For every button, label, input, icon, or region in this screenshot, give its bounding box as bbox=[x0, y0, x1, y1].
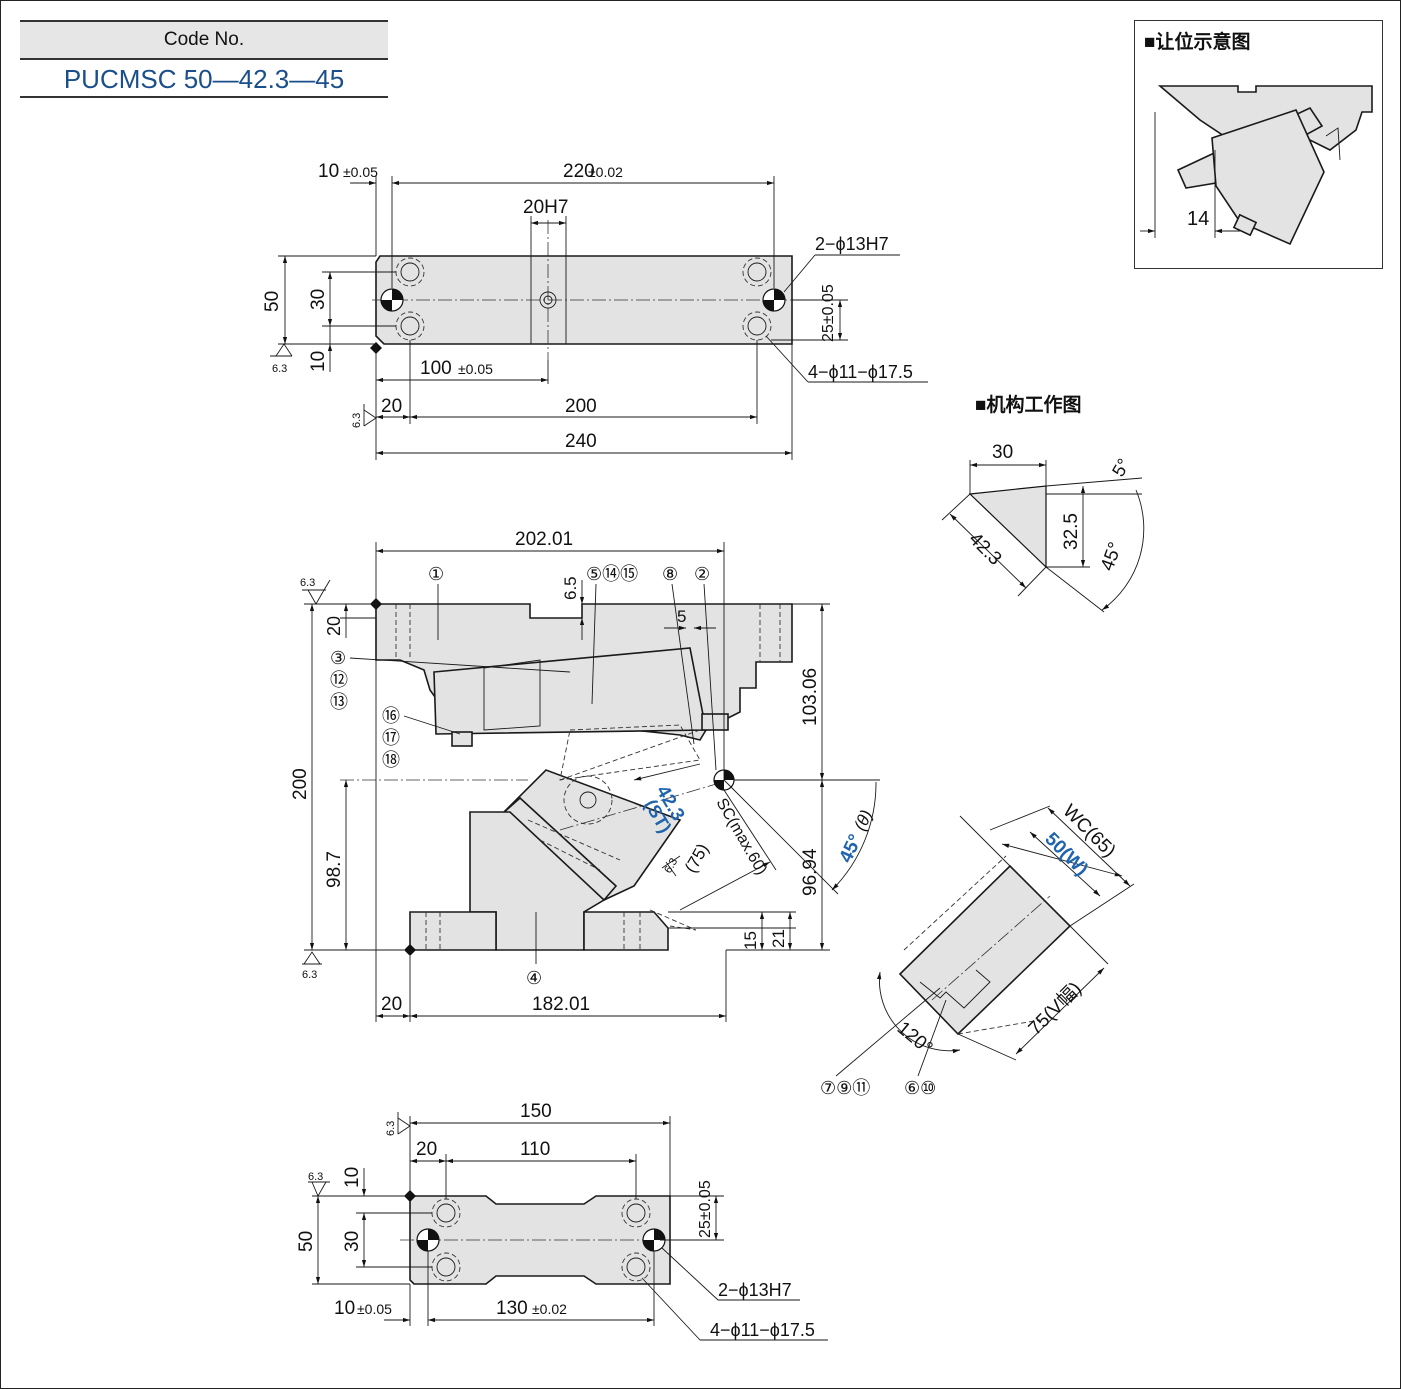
mech-dim-32-5: 32.5 bbox=[1061, 513, 1082, 550]
balloon-1: ① bbox=[428, 564, 444, 584]
dim-10-bottom: 10 bbox=[308, 351, 329, 372]
roughness-6-3-g: 6.3 bbox=[308, 1171, 323, 1183]
roughness-6-3-b: 6.3 bbox=[351, 413, 363, 428]
angle-45: 45° bbox=[835, 831, 866, 866]
dim-25: 25±0.05 bbox=[820, 284, 837, 342]
front-view: 202.01 6.5 5 ① ⑤⑭⑮ ⑧ ② ③ ⑫ ⑬ ⑯ ⑰ ⑱ ④ 20 … bbox=[290, 529, 880, 1022]
hole-label-2-phi13: 2−ϕ13H7 bbox=[718, 1280, 792, 1300]
dim-182-01: 182.01 bbox=[532, 994, 590, 1015]
roughness-6-3-f: 6.3 bbox=[385, 1121, 397, 1136]
dim-200: 200 bbox=[565, 396, 597, 417]
clearance-inset-frame bbox=[1134, 20, 1383, 269]
dim-15: 15 bbox=[741, 931, 760, 950]
bolt-16 bbox=[451, 731, 473, 747]
dim-130: 130 bbox=[496, 1298, 528, 1319]
dim-150: 150 bbox=[520, 1101, 552, 1122]
jaw-angle-120: 120° bbox=[893, 1018, 937, 1059]
dim-30: 30 bbox=[308, 289, 329, 310]
datum-pin-symbol bbox=[380, 288, 404, 312]
mech-dim-42-3: 42.3 bbox=[964, 529, 1005, 570]
balloon-8: ⑧ bbox=[662, 564, 678, 584]
roughness-6-3-d: 6.3 bbox=[302, 969, 317, 981]
counterbore-hole bbox=[742, 257, 772, 287]
dim-20h7: 20H7 bbox=[523, 197, 568, 218]
mech-dim-30: 30 bbox=[992, 442, 1013, 463]
mech-dim-5deg: 5° bbox=[1108, 455, 1134, 480]
dim-20-bottom: 20 bbox=[381, 994, 402, 1015]
top-view: 10 ±0.05 220 ±0.02 20H7 2−ϕ13H7 4−ϕ11−ϕ1… bbox=[262, 161, 928, 460]
balloon-6-10: ⑥⑩ bbox=[904, 1078, 936, 1098]
dim-96-94: 96.94 bbox=[800, 848, 821, 896]
dim-202-01: 202.01 bbox=[515, 529, 573, 550]
dim-30: 30 bbox=[342, 1231, 363, 1252]
dim-98-7: 98.7 bbox=[324, 851, 345, 888]
dim-20-left: 20 bbox=[324, 616, 344, 636]
datum-pin-symbol bbox=[762, 288, 786, 312]
balloon-5-14-15: ⑤⑭⑮ bbox=[586, 564, 638, 584]
code-number-table: Code No. PUCMSC 50—42.3—45 bbox=[20, 20, 388, 98]
balloon-18: ⑱ bbox=[382, 750, 400, 770]
dim-10: 10 bbox=[318, 161, 339, 182]
dim-75: (75) bbox=[681, 840, 713, 876]
balloon-13: ⑬ bbox=[330, 692, 348, 712]
datum-pin-symbol bbox=[416, 1228, 440, 1252]
code-header: Code No. bbox=[20, 20, 388, 60]
hole-label-4-phi11: 4−ϕ11−ϕ17.5 bbox=[808, 362, 913, 382]
dim-10: 10 bbox=[342, 1167, 363, 1188]
base-foot-right bbox=[583, 911, 669, 951]
balloon-17: ⑰ bbox=[382, 728, 400, 748]
dim-200: 200 bbox=[290, 768, 311, 800]
dim-103-06: 103.06 bbox=[800, 668, 821, 726]
dim-100: 100 bbox=[420, 358, 452, 379]
jaw-v: 75(V幅) bbox=[1024, 978, 1086, 1040]
roughness-6-3-e: 6.3 bbox=[662, 856, 680, 875]
dim-10-bottom: 10 bbox=[334, 1298, 355, 1319]
dim-20: 20 bbox=[416, 1139, 437, 1160]
balloon-4: ④ bbox=[526, 968, 542, 988]
jaw-view: WC(65) 50(W) 75(V幅) 120° ⑦⑨⑪ ⑥⑩ bbox=[820, 801, 1135, 1098]
inset-dim-14: 14 bbox=[1187, 208, 1209, 230]
clearance-diagram: ■让位示意图 14 bbox=[1140, 30, 1373, 246]
balloon-12: ⑫ bbox=[330, 670, 348, 690]
balloon-7-9-11: ⑦⑨⑪ bbox=[820, 1078, 870, 1098]
counterbore-hole bbox=[621, 1252, 651, 1282]
mech-title: ■机构工作图 bbox=[975, 393, 1081, 416]
hole-label-4-phi11: 4−ϕ11−ϕ17.5 bbox=[710, 1320, 815, 1340]
angle-theta: (θ) bbox=[850, 807, 876, 834]
tol-005: ±0.05 bbox=[343, 164, 378, 180]
dim-220: 220 bbox=[563, 161, 595, 182]
tol-002: ±0.02 bbox=[588, 164, 623, 180]
code-value: PUCMSC 50—42.3—45 bbox=[20, 60, 388, 98]
dim-240: 240 bbox=[565, 431, 597, 452]
sc-max-60: SC(max.60) bbox=[713, 796, 770, 878]
dim-110: 110 bbox=[520, 1139, 550, 1160]
tol-005-b: ±0.05 bbox=[458, 361, 493, 377]
dim-50: 50 bbox=[262, 291, 283, 312]
mechanism-diagram: ■机构工作图 30 5° 32.5 42.3 45° bbox=[941, 393, 1145, 613]
balloon-3: ③ bbox=[330, 648, 346, 668]
dim-20: 20 bbox=[381, 396, 402, 417]
dim-5: 5 bbox=[677, 607, 686, 626]
inset-title: ■让位示意图 bbox=[1144, 30, 1250, 53]
dim-25: 25±0.05 bbox=[697, 1180, 714, 1238]
dim-6-5: 6.5 bbox=[561, 576, 580, 600]
base-foot-left bbox=[409, 911, 497, 951]
balloon-16: ⑯ bbox=[382, 706, 400, 726]
tol-002: ±0.02 bbox=[532, 1301, 567, 1317]
bottom-view: 150 20 110 6.3 50 10 30 6.3 25±0.05 2−ϕ1… bbox=[296, 1101, 828, 1341]
counterbore-hole bbox=[742, 311, 772, 341]
dim-50: 50 bbox=[296, 1231, 317, 1252]
roughness-6-3-c: 6.3 bbox=[300, 577, 315, 589]
hole-label-2-phi13: 2−ϕ13H7 bbox=[815, 234, 889, 254]
roughness-6-3: 6.3 bbox=[272, 363, 287, 375]
balloon-2: ② bbox=[694, 564, 710, 584]
dim-21: 21 bbox=[769, 929, 788, 948]
tol-005: ±0.05 bbox=[357, 1301, 392, 1317]
mech-dim-45deg: 45° bbox=[1097, 540, 1127, 574]
